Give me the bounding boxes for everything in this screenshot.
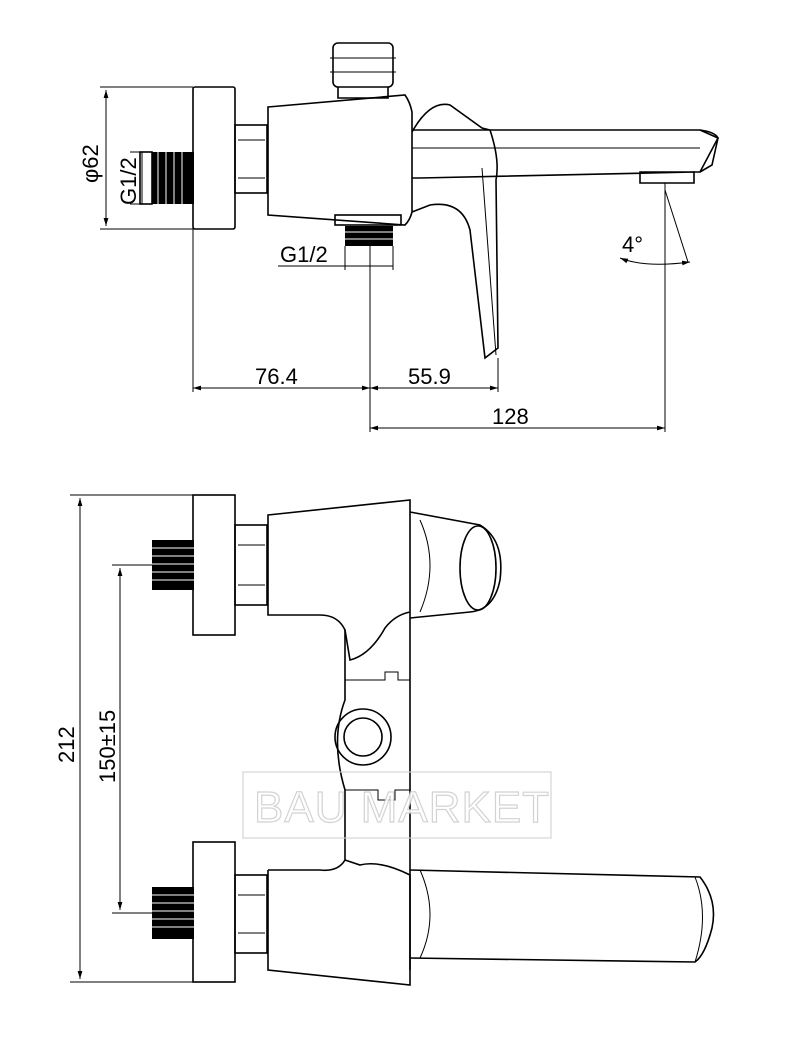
dim-centers: 150±15 [95,710,120,783]
dim-55: 55.9 [408,364,451,389]
front-body-column [268,630,346,872]
front-body-lower [267,859,411,986]
inlet-thread [139,151,194,205]
dim-128: 128 [492,404,529,429]
side-view: φ62 G1/2 G1/2 4° 76.4 55.9 128 [78,42,719,432]
front-view: 212 150±15 [54,494,715,986]
lower-flange [192,841,236,983]
wall-flange [192,86,236,230]
mixer-body [267,94,413,226]
front-body-upper [267,499,411,661]
dim-angle: 4° [622,232,643,257]
lower-inlet-thread [152,887,194,939]
spout [412,129,719,184]
watermark: BAU MARKET [242,771,552,839]
dim-inlet-thread: G1/2 [116,157,141,205]
diverter-knob [330,42,396,99]
connector-nut [234,124,268,194]
upper-flange [192,494,236,636]
dim-76: 76.4 [255,364,298,389]
diverter-circle [334,708,392,766]
front-lever [409,869,715,963]
dim-diameter: φ62 [78,144,103,183]
dim-height: 212 [54,726,79,763]
upper-inlet-thread [152,540,194,590]
watermark-text: BAU MARKET [254,783,550,832]
lever-handle [411,103,499,360]
outlet-thread [334,214,402,246]
dim-outlet-thread: G1/2 [280,242,328,267]
